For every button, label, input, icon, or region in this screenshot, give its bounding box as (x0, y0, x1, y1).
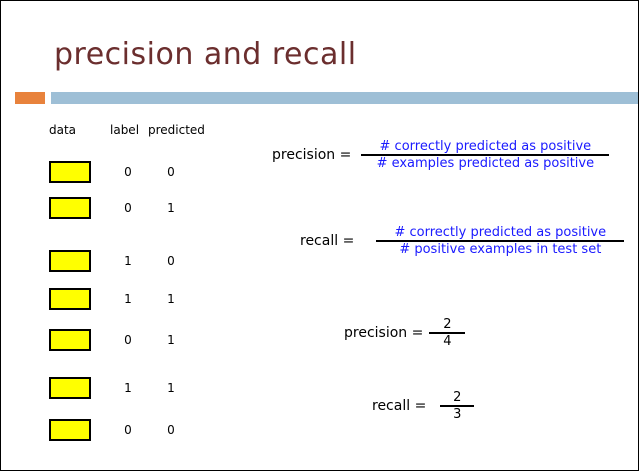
fraction-bar (361, 154, 610, 156)
data-example-box (49, 419, 91, 441)
label-value: 1 (124, 292, 132, 306)
label-value: 1 (124, 381, 132, 395)
data-row: 1 1 (1, 377, 261, 403)
data-example-box (49, 250, 91, 272)
predicted-value: 1 (167, 381, 175, 395)
data-example-box (49, 329, 91, 351)
recall-value-denominator: 3 (453, 407, 462, 422)
precision-value-numerator: 2 (443, 317, 452, 332)
accent-bar-orange (15, 92, 45, 104)
recall-formula-lhs: recall = (300, 233, 355, 249)
recall-fraction: # correctly predicted as positive # posi… (376, 225, 625, 257)
recall-value: recall = 2 3 (372, 390, 475, 422)
recall-value-lhs: recall = (372, 398, 427, 414)
precision-value: precision = 2 4 (344, 317, 466, 349)
predicted-value: 1 (167, 292, 175, 306)
precision-fraction: # correctly predicted as positive # exam… (361, 139, 610, 171)
label-value: 0 (124, 201, 132, 215)
precision-denominator: # examples predicted as positive (376, 156, 595, 171)
predicted-value: 1 (167, 333, 175, 347)
data-row: 0 1 (1, 329, 261, 355)
data-example-box (49, 288, 91, 310)
predicted-value: 1 (167, 201, 175, 215)
data-row: 1 1 (1, 288, 261, 314)
recall-denominator: # positive examples in test set (399, 242, 602, 257)
data-row: 0 0 (1, 161, 261, 187)
predicted-value: 0 (167, 423, 175, 437)
precision-formula: precision = # correctly predicted as pos… (272, 139, 610, 171)
slide-title: precision and recall (54, 37, 357, 72)
label-value: 0 (124, 333, 132, 347)
recall-value-fraction: 2 3 (440, 390, 475, 422)
column-header-data: data (49, 123, 77, 137)
data-example-box (49, 197, 91, 219)
data-example-box (49, 377, 91, 399)
precision-numerator: # correctly predicted as positive (379, 139, 592, 154)
precision-value-lhs: precision = (344, 325, 424, 341)
fraction-bar (440, 405, 475, 407)
data-row: 1 0 (1, 250, 261, 276)
accent-bar-blue (51, 92, 638, 104)
fraction-bar (429, 332, 466, 334)
column-header-predicted: predicted (148, 123, 205, 137)
column-header-label: label (110, 123, 140, 137)
label-value: 1 (124, 254, 132, 268)
fraction-bar (376, 240, 625, 242)
label-value: 0 (124, 165, 132, 179)
data-row: 0 0 (1, 419, 261, 445)
label-value: 0 (124, 423, 132, 437)
predicted-value: 0 (167, 165, 175, 179)
precision-value-denominator: 4 (443, 334, 452, 349)
recall-formula: recall = # correctly predicted as positi… (300, 225, 625, 257)
precision-value-fraction: 2 4 (429, 317, 466, 349)
data-example-box (49, 161, 91, 183)
recall-numerator: # correctly predicted as positive (394, 225, 607, 240)
predicted-value: 0 (167, 254, 175, 268)
data-row: 0 1 (1, 197, 261, 223)
recall-value-numerator: 2 (453, 390, 462, 405)
precision-formula-lhs: precision = (272, 147, 352, 163)
